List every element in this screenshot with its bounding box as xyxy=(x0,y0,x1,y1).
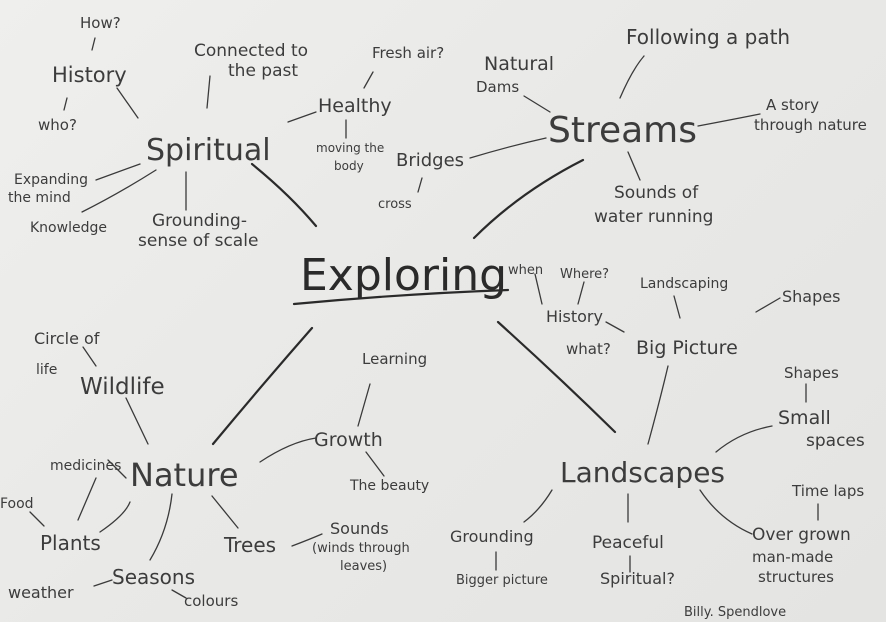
nature-group: Circle of life Wildlife medicines Food P… xyxy=(0,329,429,610)
label-sounds-nature-1: Sounds xyxy=(330,519,389,538)
center-underline xyxy=(292,288,510,306)
spiritual-group: How? History who? Connected to the past … xyxy=(8,14,444,251)
label-grounding-2: sense of scale xyxy=(138,231,258,251)
label-medicines: medicines xyxy=(50,458,121,474)
label-where: Where? xyxy=(560,267,609,282)
label-growth: Growth xyxy=(314,429,383,451)
label-history-mid: History xyxy=(546,307,603,326)
label-plants: Plants xyxy=(40,531,101,555)
label-beauty: The beauty xyxy=(349,478,429,494)
label-knowledge: Knowledge xyxy=(30,220,107,236)
label-natural-1: Natural xyxy=(484,53,554,75)
label-cross: cross xyxy=(378,197,412,212)
label-healthy: Healthy xyxy=(318,95,392,117)
label-landscaping: Landscaping xyxy=(640,276,728,292)
label-circle-1: Circle of xyxy=(34,329,100,348)
label-seasons: Seasons xyxy=(112,565,195,589)
label-sounds-2: water running xyxy=(594,207,713,227)
label-grounding-1: Grounding- xyxy=(152,211,247,231)
label-weather: weather xyxy=(8,583,74,602)
label-following: Following a path xyxy=(626,25,790,49)
branch-nature: Nature xyxy=(130,456,239,494)
label-connected-2: the past xyxy=(228,61,298,81)
label-time-laps: Time laps xyxy=(791,482,864,500)
label-food: Food xyxy=(0,496,34,512)
label-circle-2: life xyxy=(36,362,57,378)
connector-landscapes xyxy=(496,320,617,434)
label-small-1: Small xyxy=(778,407,831,429)
branch-streams: Streams xyxy=(548,110,697,151)
label-what: what? xyxy=(566,340,611,358)
label-sounds-1: Sounds of xyxy=(614,183,699,203)
landscapes-group: Landscaping Shapes Big Picture Shapes Sm… xyxy=(450,276,865,588)
streams-group: Natural Dams Following a path A story th… xyxy=(378,25,867,227)
label-shapes-top: Shapes xyxy=(782,287,840,306)
center-node: Exploring xyxy=(300,250,507,301)
branch-landscapes: Landscapes xyxy=(560,456,725,489)
main-connectors xyxy=(211,158,617,446)
label-learning: Learning xyxy=(362,350,427,368)
label-who: who? xyxy=(38,116,77,134)
label-colours: colours xyxy=(184,592,238,610)
label-expanding-1: Expanding xyxy=(14,172,88,188)
branch-spiritual: Spiritual xyxy=(146,133,271,168)
label-bigger-picture: Bigger picture xyxy=(456,573,548,588)
connector-streams xyxy=(472,158,585,240)
label-sounds-nature-3: leaves) xyxy=(340,559,387,574)
label-fresh-air: Fresh air? xyxy=(372,44,444,62)
label-peaceful: Peaceful xyxy=(592,533,664,553)
label-big-picture: Big Picture xyxy=(636,337,738,359)
label-overgrown-2: man-made xyxy=(752,548,833,566)
label-overgrown-3: structures xyxy=(758,568,834,586)
label-expanding-2: the mind xyxy=(8,190,71,206)
label-story-1: A story xyxy=(766,96,819,114)
label-natural-2: Dams xyxy=(476,78,519,96)
label-shapes: Shapes xyxy=(784,364,839,382)
label-sounds-nature-2: (winds through xyxy=(312,541,410,556)
history-group: when Where? History what? xyxy=(508,263,611,358)
signature: Billy. Spendlove xyxy=(684,605,786,620)
label-how: How? xyxy=(80,14,121,32)
connector-nature xyxy=(211,326,314,446)
label-story-2: through nature xyxy=(754,116,867,134)
label-small-2: spaces xyxy=(806,431,865,451)
label-connected-1: Connected to xyxy=(194,41,308,61)
label-history-top: History xyxy=(52,63,127,87)
sub-connectors xyxy=(29,37,819,599)
connector-spiritual xyxy=(250,162,318,228)
label-when: when xyxy=(508,263,543,278)
label-grounding-land: Grounding xyxy=(450,527,534,546)
label-bridges: Bridges xyxy=(396,150,464,171)
label-trees: Trees xyxy=(223,533,276,557)
label-spiritual-land: Spiritual? xyxy=(600,569,675,588)
label-wildlife: Wildlife xyxy=(80,374,165,400)
label-moving-2: body xyxy=(334,159,364,173)
label-overgrown-1: Over grown xyxy=(752,525,851,545)
label-moving-1: moving the xyxy=(316,141,384,155)
